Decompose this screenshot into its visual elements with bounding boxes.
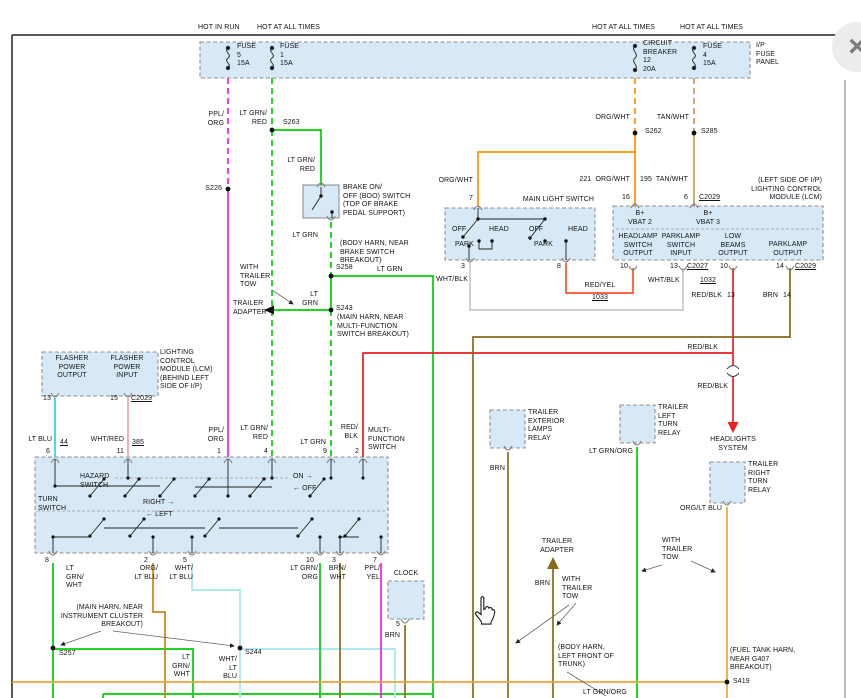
splice-nodes <box>50 127 730 685</box>
annotation-arrows <box>60 289 716 697</box>
trailer-right-turn-relay-box <box>709 461 746 504</box>
page-border <box>11 34 861 698</box>
main-light-switch-box <box>444 207 596 261</box>
switch-internals <box>37 187 568 553</box>
trailer-exterior-lamps-relay-box <box>489 409 526 449</box>
headlights-arrow-icon <box>727 422 739 433</box>
fuse-symbols <box>225 43 697 73</box>
inline-connector-icon <box>726 364 740 378</box>
component-boxes <box>34 41 824 620</box>
fuse-panel-box <box>199 41 751 79</box>
trailer-left-turn-relay-box <box>619 404 656 444</box>
lcm-box <box>612 205 824 261</box>
wires <box>12 78 791 698</box>
multi-function-switch-box <box>34 456 389 554</box>
trailer-adapter-arrow-left-icon <box>264 305 274 315</box>
trailer-adapter-arrow-up-icon <box>547 557 559 569</box>
flasher-lcm-box <box>41 351 159 397</box>
close-icon: × <box>848 30 861 63</box>
clock-box <box>387 580 425 620</box>
